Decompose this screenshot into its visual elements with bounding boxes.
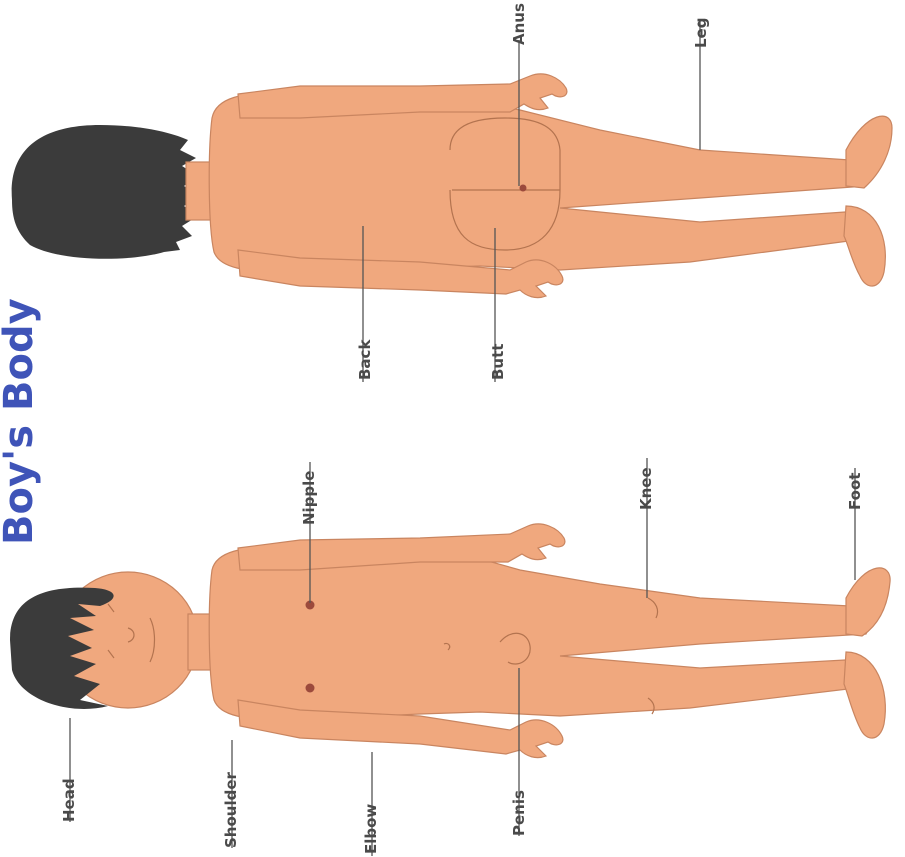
diagram-title: Boy's Body [0, 298, 42, 545]
back-foot-bottom [844, 206, 885, 286]
nipple-bottom [306, 684, 315, 693]
back-foot-top [846, 116, 892, 188]
anus-point [520, 185, 527, 192]
front-torso-legs [209, 546, 868, 720]
label-leg: Leg [692, 18, 710, 48]
back-torso-legs [209, 92, 868, 272]
front-foot-bottom [844, 652, 885, 738]
front-view-figure [10, 524, 890, 758]
back-hair [12, 125, 200, 259]
back-view-figure [12, 74, 892, 298]
label-butt: Butt [489, 344, 507, 380]
label-back: Back [356, 339, 374, 380]
label-shoulder: Shoulder [222, 771, 240, 848]
front-arm-top [238, 524, 565, 570]
front-foot-top [846, 568, 890, 636]
label-anus: Anus [510, 3, 528, 45]
label-penis: Penis [510, 790, 528, 836]
label-foot: Foot [846, 473, 864, 510]
label-nipple: Nipple [300, 471, 318, 526]
label-elbow: Elbow [362, 804, 380, 854]
label-knee: Knee [637, 467, 655, 510]
label-head: Head [60, 778, 78, 822]
